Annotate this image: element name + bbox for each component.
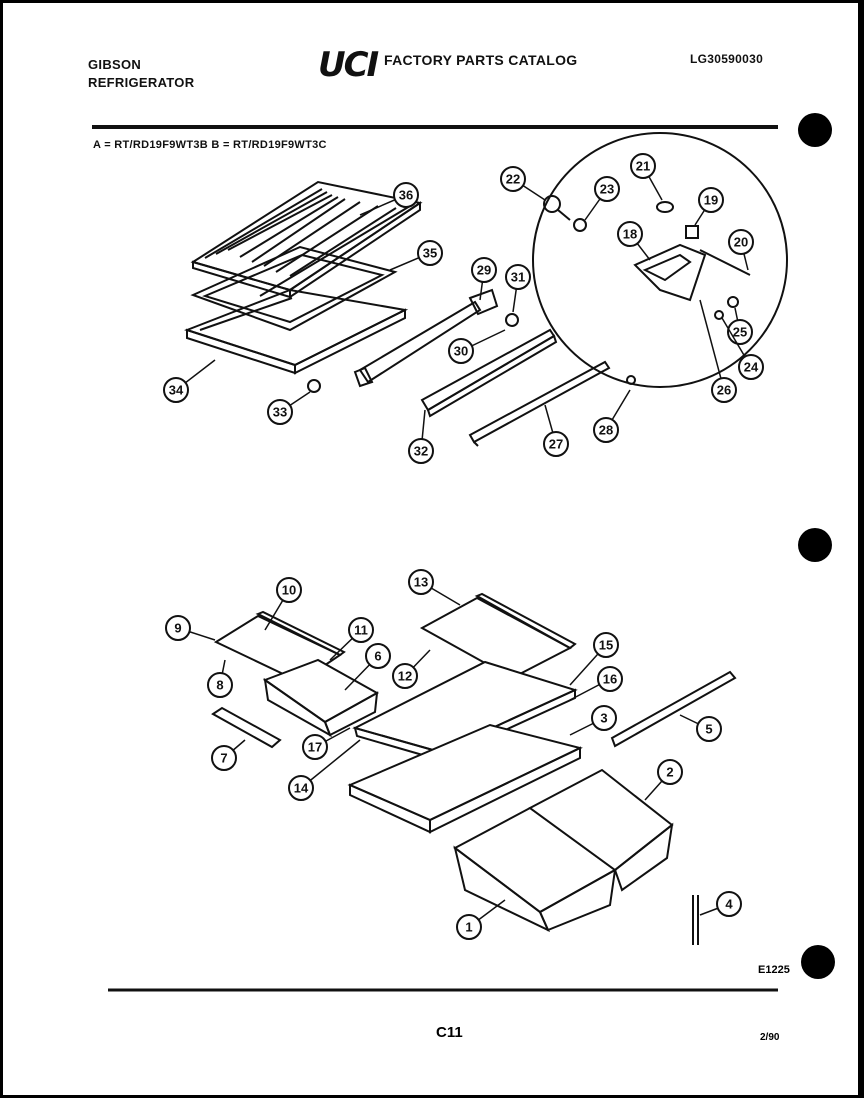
callout-14: 14 — [288, 739, 361, 801]
callout-number: 21 — [636, 159, 650, 174]
callout-13: 13 — [408, 569, 461, 606]
brand-name: GIBSON — [88, 57, 142, 72]
header-rule — [92, 125, 778, 129]
callout-number: 17 — [308, 740, 322, 755]
callout-22: 22 — [500, 166, 546, 201]
binder-hole-bottom — [801, 945, 835, 979]
crisper-cover-assembly — [184, 180, 423, 375]
crisper-rails — [307, 288, 636, 447]
callout-19: 19 — [694, 187, 724, 226]
callout-34: 34 — [163, 359, 216, 403]
lamp-detail-inset — [532, 132, 788, 388]
callout-31: 31 — [505, 264, 531, 313]
catalog-date: 2/90 — [760, 1032, 780, 1043]
callout-number: 5 — [705, 722, 712, 737]
callout-number: 8 — [216, 678, 223, 693]
callout-number: 12 — [398, 669, 412, 684]
callout-1: 1 — [456, 899, 506, 940]
callout-30: 30 — [448, 329, 506, 364]
callout-number: 29 — [477, 263, 491, 278]
callout-29: 29 — [471, 257, 497, 301]
callout-number: 7 — [220, 751, 227, 766]
callout-number: 9 — [174, 621, 181, 636]
page-number: C11 — [436, 1024, 463, 1041]
callout-7: 7 — [211, 739, 246, 771]
callout-number: 24 — [744, 360, 759, 375]
callout-20: 20 — [728, 229, 754, 271]
callout-15: 15 — [569, 632, 619, 686]
callout-18: 18 — [617, 221, 651, 261]
callout-24: 24 — [721, 317, 764, 380]
binder-hole-middle — [798, 528, 832, 562]
callout-number: 11 — [354, 623, 368, 638]
callout-33: 33 — [267, 391, 311, 425]
callout-number: 16 — [603, 672, 617, 687]
callout-17: 17 — [302, 727, 351, 760]
callout-21: 21 — [630, 153, 663, 201]
callout-11: 11 — [329, 617, 374, 661]
callout-number: 3 — [600, 711, 607, 726]
callout-9: 9 — [165, 615, 216, 641]
callout-number: 10 — [282, 583, 296, 598]
callout-3: 3 — [569, 705, 617, 736]
callout-number: 27 — [549, 437, 563, 452]
callout-number: 31 — [511, 270, 525, 285]
callout-number: 35 — [423, 246, 437, 261]
callout-2: 2 — [644, 759, 683, 801]
callout-number: 28 — [599, 423, 613, 438]
callout-number: 22 — [506, 172, 520, 187]
callout-number: 13 — [414, 575, 428, 590]
callout-32: 32 — [408, 409, 434, 464]
callout-35: 35 — [389, 240, 443, 271]
figure-code: E1225 — [758, 964, 790, 976]
callout-number: 30 — [454, 344, 468, 359]
callout-6: 6 — [344, 643, 391, 691]
catalog-number: LG30590030 — [690, 52, 764, 66]
binder-hole-top — [798, 113, 832, 147]
model-numbers: A = RT/RD19F9WT3B B = RT/RD19F9WT3C — [93, 139, 327, 151]
callout-number: 2 — [666, 765, 673, 780]
callout-number: 32 — [414, 444, 428, 459]
callout-number: 23 — [600, 182, 614, 197]
catalog-title: FACTORY PARTS CATALOG — [384, 52, 578, 68]
callout-number: 6 — [374, 649, 381, 664]
callout-number: 25 — [733, 325, 747, 340]
callout-number: 14 — [294, 781, 309, 796]
callout-28: 28 — [593, 389, 631, 443]
callout-number: 33 — [273, 405, 287, 420]
callout-number: 4 — [725, 897, 733, 912]
callout-number: 36 — [399, 188, 413, 203]
callout-36: 36 — [359, 182, 419, 216]
callout-26: 26 — [699, 299, 737, 403]
product-type: REFRIGERATOR — [88, 75, 195, 90]
callout-10: 10 — [264, 577, 302, 631]
callout-4: 4 — [699, 891, 742, 917]
callout-number: 18 — [623, 227, 637, 242]
catalog-page — [3, 3, 858, 1095]
callout-number: 26 — [717, 383, 731, 398]
callout-number: 34 — [169, 383, 184, 398]
callout-12: 12 — [392, 649, 431, 689]
callout-number: 1 — [465, 920, 472, 935]
callout-number: 20 — [734, 235, 748, 250]
callout-number: 19 — [704, 193, 718, 208]
callout-5: 5 — [679, 714, 722, 742]
callout-27: 27 — [543, 404, 569, 457]
callout-16: 16 — [569, 666, 623, 701]
callout-23: 23 — [584, 176, 620, 221]
shelf-crisper-assembly — [211, 592, 737, 945]
uci-logo: UCI — [318, 45, 379, 85]
callout-number: 15 — [599, 638, 613, 653]
callout-8: 8 — [207, 659, 233, 698]
callout-25: 25 — [727, 307, 753, 345]
